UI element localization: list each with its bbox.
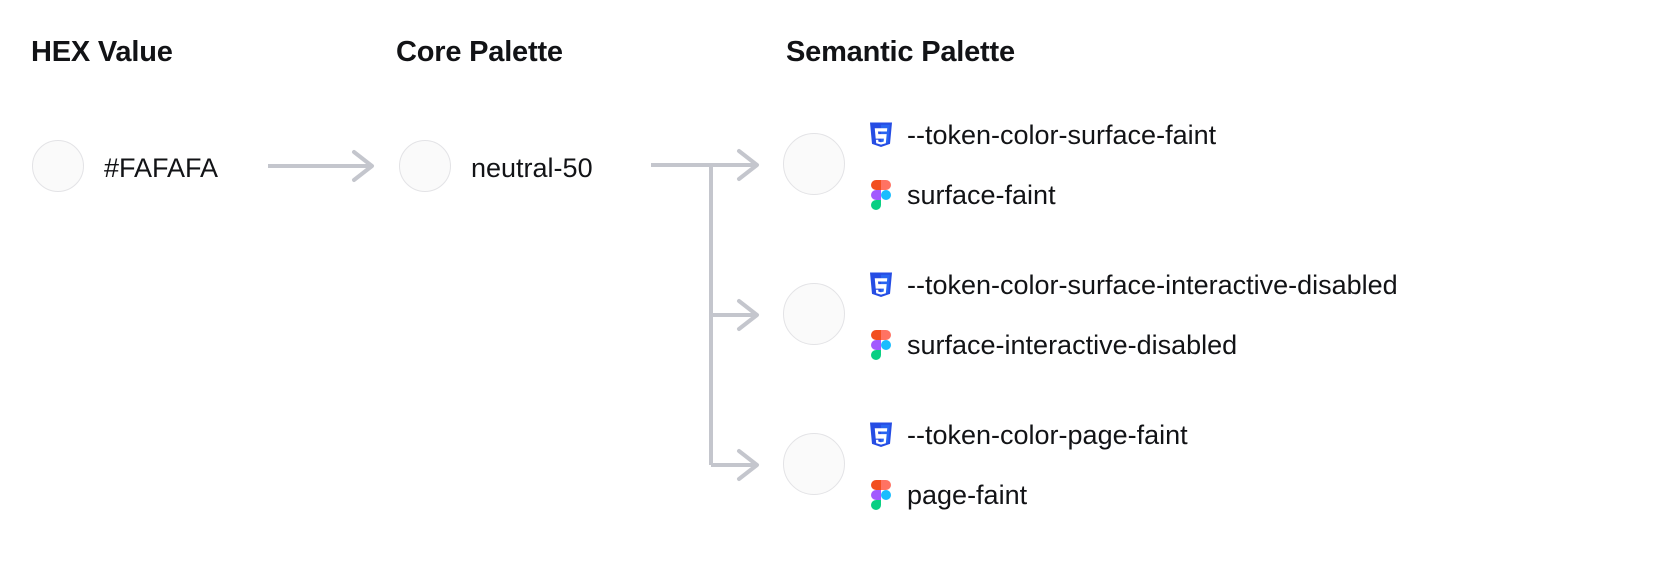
- swatch-core-palette: [399, 140, 451, 192]
- figma-icon: [871, 330, 891, 360]
- semantic-token-group-2: --token-color-page-faint page-faint: [866, 414, 1188, 516]
- swatch-semantic-1: [783, 283, 845, 345]
- figma-token-text-1: surface-interactive-disabled: [907, 329, 1238, 360]
- semantic-token-group-1: --token-color-surface-interactive-disabl…: [866, 264, 1398, 366]
- css-token-text-2: --token-color-page-faint: [907, 419, 1188, 450]
- figma-token-line-2: page-faint: [866, 474, 1188, 516]
- css-token-line-2: --token-color-page-faint: [866, 414, 1188, 456]
- figma-token-line-0: surface-faint: [866, 174, 1216, 216]
- swatch-hex-value: [32, 140, 84, 192]
- css-token-line-1: --token-color-surface-interactive-disabl…: [866, 264, 1398, 306]
- css3-icon: [870, 272, 892, 297]
- figma-icon: [871, 180, 891, 210]
- css-token-line-0: --token-color-surface-faint: [866, 114, 1216, 156]
- css3-icon: [870, 422, 892, 447]
- css-token-text-1: --token-color-surface-interactive-disabl…: [907, 269, 1398, 300]
- swatch-semantic-2: [783, 433, 845, 495]
- css-token-text-0: --token-color-surface-faint: [907, 119, 1217, 150]
- swatch-semantic-0: [783, 133, 845, 195]
- hex-value-label: #FAFAFA: [104, 153, 219, 183]
- figma-token-text-0: surface-faint: [907, 179, 1056, 210]
- semantic-token-group-0: --token-color-surface-faint surface-fain…: [866, 114, 1216, 216]
- column-heading-semantic-palette: Semantic Palette: [786, 36, 1015, 68]
- figma-token-text-2: page-faint: [907, 479, 1028, 510]
- column-heading-core-palette: Core Palette: [396, 36, 563, 68]
- figma-token-line-1: surface-interactive-disabled: [866, 324, 1398, 366]
- column-heading-hex-value: HEX Value: [31, 36, 173, 68]
- figma-icon: [871, 480, 891, 510]
- core-palette-label: neutral-50: [471, 153, 593, 183]
- css3-icon: [870, 122, 892, 147]
